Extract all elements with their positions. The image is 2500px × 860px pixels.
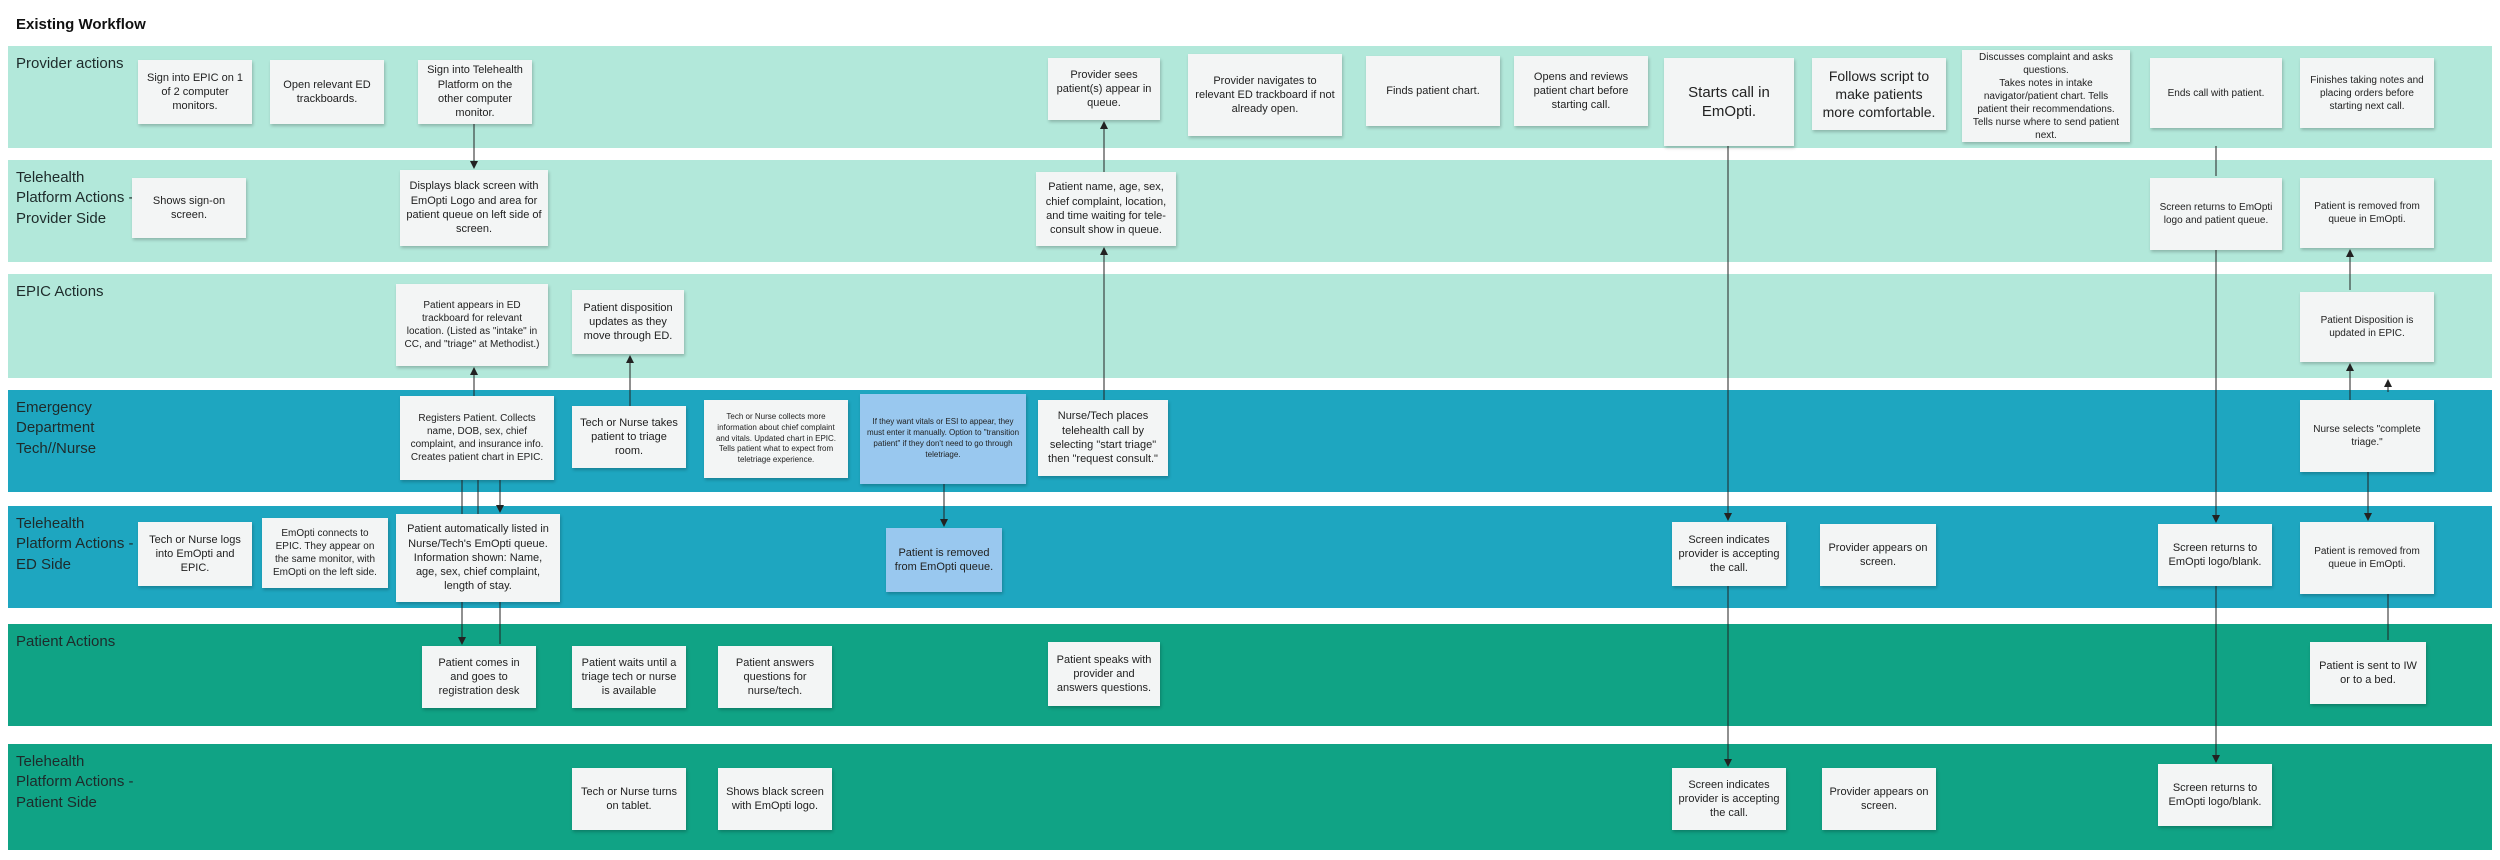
sticky-note[interactable]: Shows black screen with EmOpti logo. [718,768,832,830]
sticky-note[interactable]: Patient name, age, sex, chief complaint,… [1036,172,1176,246]
sticky-note[interactable]: Screen indicates provider is accepting t… [1672,522,1786,586]
lane-telehealth-provider-side: Telehealth Platform Actions - Provider S… [8,160,2492,262]
lane-label: Provider actions [16,55,124,72]
sticky-note[interactable]: Screen returns to EmOpti logo and patien… [2150,178,2282,250]
sticky-note[interactable]: Patient appears in ED trackboard for rel… [396,284,548,366]
sticky-note[interactable]: Provider appears on screen. [1820,524,1936,586]
sticky-note[interactable]: Tech or Nurse takes patient to triage ro… [572,406,686,468]
sticky-note[interactable]: Tech or Nurse collects more information … [704,400,848,478]
sticky-note[interactable]: Patient is removed from queue in EmOpti. [2300,522,2434,594]
sticky-note[interactable]: Screen returns to EmOpti logo/blank. [2158,524,2272,586]
lane-label: Telehealth Platform Actions - Provider S… [16,169,134,227]
sticky-note[interactable]: Registers Patient. Collects name, DOB, s… [400,396,554,480]
sticky-note[interactable]: Open relevant ED trackboards. [270,60,384,124]
lane-label: EPIC Actions [16,283,104,300]
sticky-note-highlighted[interactable]: Patient is removed from EmOpti queue. [886,528,1002,592]
sticky-note[interactable]: Follows script to make patients more com… [1812,58,1946,130]
sticky-note[interactable]: Tech or Nurse turns on tablet. [572,768,686,830]
sticky-note[interactable]: Provider navigates to relevant ED trackb… [1188,54,1342,136]
sticky-note[interactable]: Finishes taking notes and placing orders… [2300,58,2434,128]
sticky-note-highlighted[interactable]: If they want vitals or ESI to appear, th… [860,394,1026,484]
sticky-note[interactable]: Patient disposition updates as they move… [572,290,684,354]
lane-label: Emergency Department Tech//Nurse [16,399,97,457]
sticky-note[interactable]: Screen indicates provider is accepting t… [1672,768,1786,830]
sticky-note[interactable]: Patient waits until a triage tech or nur… [572,646,686,708]
sticky-note[interactable]: Provider appears on screen. [1822,768,1936,830]
lane-label: Telehealth Platform Actions - ED Side [16,515,134,573]
sticky-note[interactable]: Patient is sent to IW or to a bed. [2310,642,2426,704]
sticky-note[interactable]: Screen returns to EmOpti logo/blank. [2158,764,2272,826]
sticky-note[interactable]: Provider sees patient(s) appear in queue… [1048,58,1160,120]
sticky-note[interactable]: Opens and reviews patient chart before s… [1514,56,1648,126]
sticky-note[interactable]: Patient speaks with provider and answers… [1048,642,1160,706]
sticky-note[interactable]: Starts call in EmOpti. [1664,58,1794,146]
sticky-note[interactable]: Nurse/Tech places telehealth call by sel… [1038,400,1168,476]
sticky-note[interactable]: Discusses complaint and asks questions.T… [1962,50,2130,142]
lane-label: Patient Actions [16,633,116,650]
sticky-note[interactable]: Tech or Nurse logs into EmOpti and EPIC. [138,522,252,586]
sticky-note[interactable]: Shows sign-on screen. [132,178,246,238]
sticky-note[interactable]: Patient is removed from queue in EmOpti. [2300,178,2434,248]
lane-epic-actions: EPIC Actions [8,274,2492,378]
sticky-note[interactable]: Patient answers questions for nurse/tech… [718,646,832,708]
sticky-note[interactable]: Patient comes in and goes to registratio… [422,646,536,708]
sticky-note[interactable]: Sign into Telehealth Platform on the oth… [418,60,532,124]
lane-telehealth-patient-side: Telehealth Platform Actions - Patient Si… [8,744,2492,850]
lane-label: Telehealth Platform Actions - Patient Si… [16,753,134,811]
sticky-note[interactable]: Patient Disposition is updated in EPIC. [2300,292,2434,362]
sticky-note[interactable]: Nurse selects "complete triage." [2300,400,2434,472]
lane-patient-actions: Patient Actions [8,624,2492,726]
sticky-note[interactable]: Patient automatically listed in Nurse/Te… [396,514,560,602]
lane-ed-tech-nurse: Emergency Department Tech//Nurse [8,390,2492,492]
sticky-note[interactable]: Ends call with patient. [2150,58,2282,128]
sticky-note[interactable]: Sign into EPIC on 1 of 2 computer monito… [138,60,252,124]
sticky-note[interactable]: EmOpti connects to EPIC. They appear on … [262,518,388,588]
sticky-note[interactable]: Displays black screen with EmOpti Logo a… [400,170,548,246]
page-title: Existing Workflow [16,16,146,33]
sticky-note[interactable]: Finds patient chart. [1366,56,1500,126]
